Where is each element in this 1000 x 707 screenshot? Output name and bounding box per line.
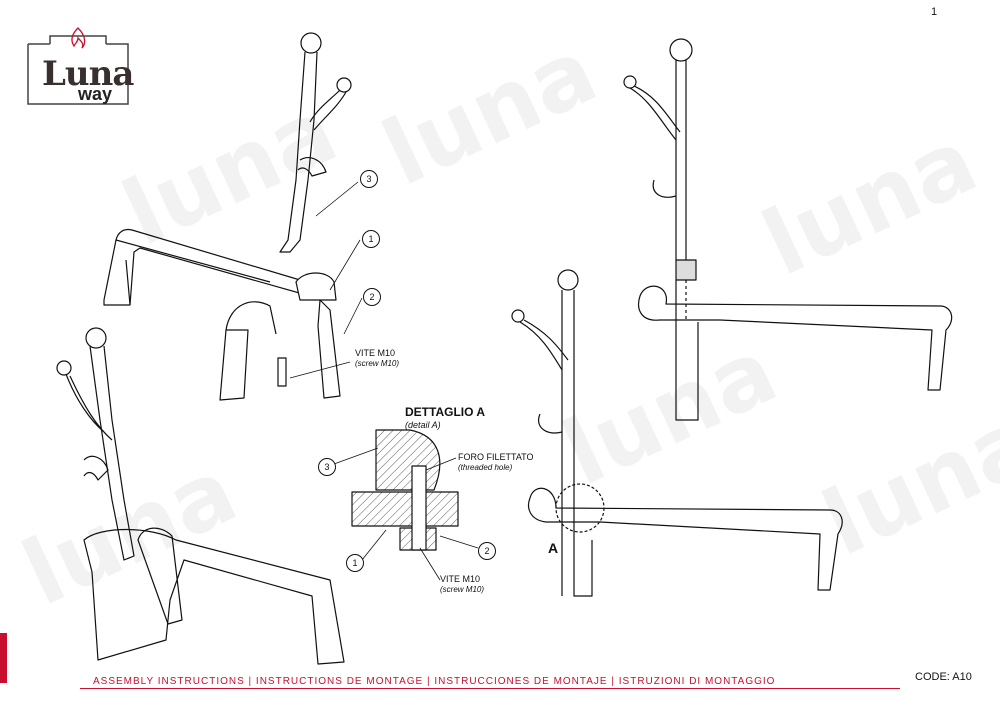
footer-accent-bar	[0, 633, 7, 683]
page-number: 1	[931, 6, 938, 18]
footer-divider	[80, 688, 900, 689]
detail-screw-label: VITE M10 (screw M10)	[440, 574, 485, 595]
section-letter-a: A	[548, 540, 559, 556]
assembled-view-perspective	[56, 327, 345, 665]
side-view-assembled	[511, 269, 843, 597]
callout-detail-part-2: 2	[478, 542, 496, 560]
callout-part-3: 3	[360, 170, 378, 188]
footer-instructions: ASSEMBLY INSTRUCTIONS | INSTRUCTIONS DE …	[93, 676, 776, 687]
detail-title: DETTAGLIO A	[405, 405, 485, 419]
logo-sub-text: way	[78, 84, 113, 104]
exploded-upright-part-3	[279, 32, 352, 253]
callout-detail-part-3: 3	[318, 458, 336, 476]
screw-label: VITE M10 (screw M10)	[355, 348, 400, 369]
brand-logo: Luna way	[26, 24, 134, 106]
detail-a-section	[351, 429, 459, 551]
callout-part-1: 1	[362, 230, 380, 248]
detail-subtitle: (detail A)	[405, 420, 441, 430]
leader-lines	[289, 181, 479, 581]
callout-detail-part-1: 1	[346, 554, 364, 572]
callout-part-2: 2	[363, 288, 381, 306]
product-code: CODE: A10	[915, 671, 972, 683]
side-view-top	[623, 38, 953, 421]
exploded-base	[103, 228, 341, 401]
logo-frame-icon	[27, 27, 129, 105]
logo-brand-text: Luna	[42, 54, 134, 94]
threaded-hole-label: FORO FILETTATO (threaded hole)	[458, 452, 534, 473]
